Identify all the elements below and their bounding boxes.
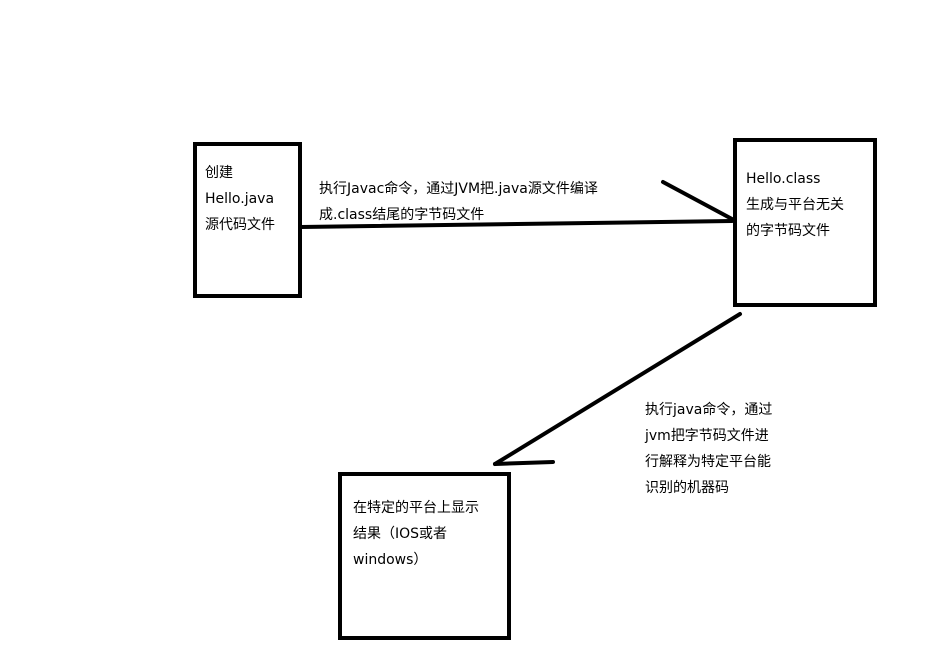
result-line-2: 结果（IOS或者	[353, 526, 448, 542]
compile-arrow-shaft	[299, 219, 734, 229]
result-box	[338, 472, 511, 640]
source-file-box-label: 创建 Hello.java 源代码文件	[205, 160, 275, 238]
compile-arrowhead	[661, 180, 734, 221]
source-file-line-2: Hello.java	[205, 191, 275, 207]
class-file-box	[733, 138, 877, 307]
compile-edge-label: 执行Javac命令，通过JVM把.java源文件编译 成.class结尾的字节码…	[319, 176, 598, 228]
result-line-3: windows）	[353, 552, 428, 568]
class-file-line-1: Hello.class	[746, 171, 821, 187]
class-file-line-3: 的字节码文件	[746, 223, 830, 239]
source-file-line-1: 创建	[205, 165, 233, 181]
interpret-edge-line-4: 识别的机器码	[645, 480, 729, 496]
interpret-edge-line-1: 执行java命令，通过	[645, 402, 773, 418]
result-box-label: 在特定的平台上显示 结果（IOS或者 windows）	[353, 495, 479, 573]
source-file-line-3: 源代码文件	[205, 217, 275, 233]
interpret-edge-line-2: jvm把字节码文件进	[645, 428, 769, 444]
compile-edge-line-1: 执行Javac命令，通过JVM把.java源文件编译	[319, 181, 598, 197]
class-file-box-label: Hello.class 生成与平台无关 的字节码文件	[746, 166, 844, 244]
interpret-arrowhead	[493, 460, 555, 466]
interpret-edge-label: 执行java命令，通过 jvm把字节码文件进 行解释为特定平台能 识别的机器码	[645, 397, 772, 501]
source-file-box	[193, 142, 302, 298]
interpret-edge-line-3: 行解释为特定平台能	[645, 454, 771, 470]
class-file-line-2: 生成与平台无关	[746, 197, 844, 213]
interpret-arrow-shaft	[493, 312, 742, 466]
result-line-1: 在特定的平台上显示	[353, 500, 479, 516]
compile-edge-line-2: 成.class结尾的字节码文件	[319, 207, 485, 223]
